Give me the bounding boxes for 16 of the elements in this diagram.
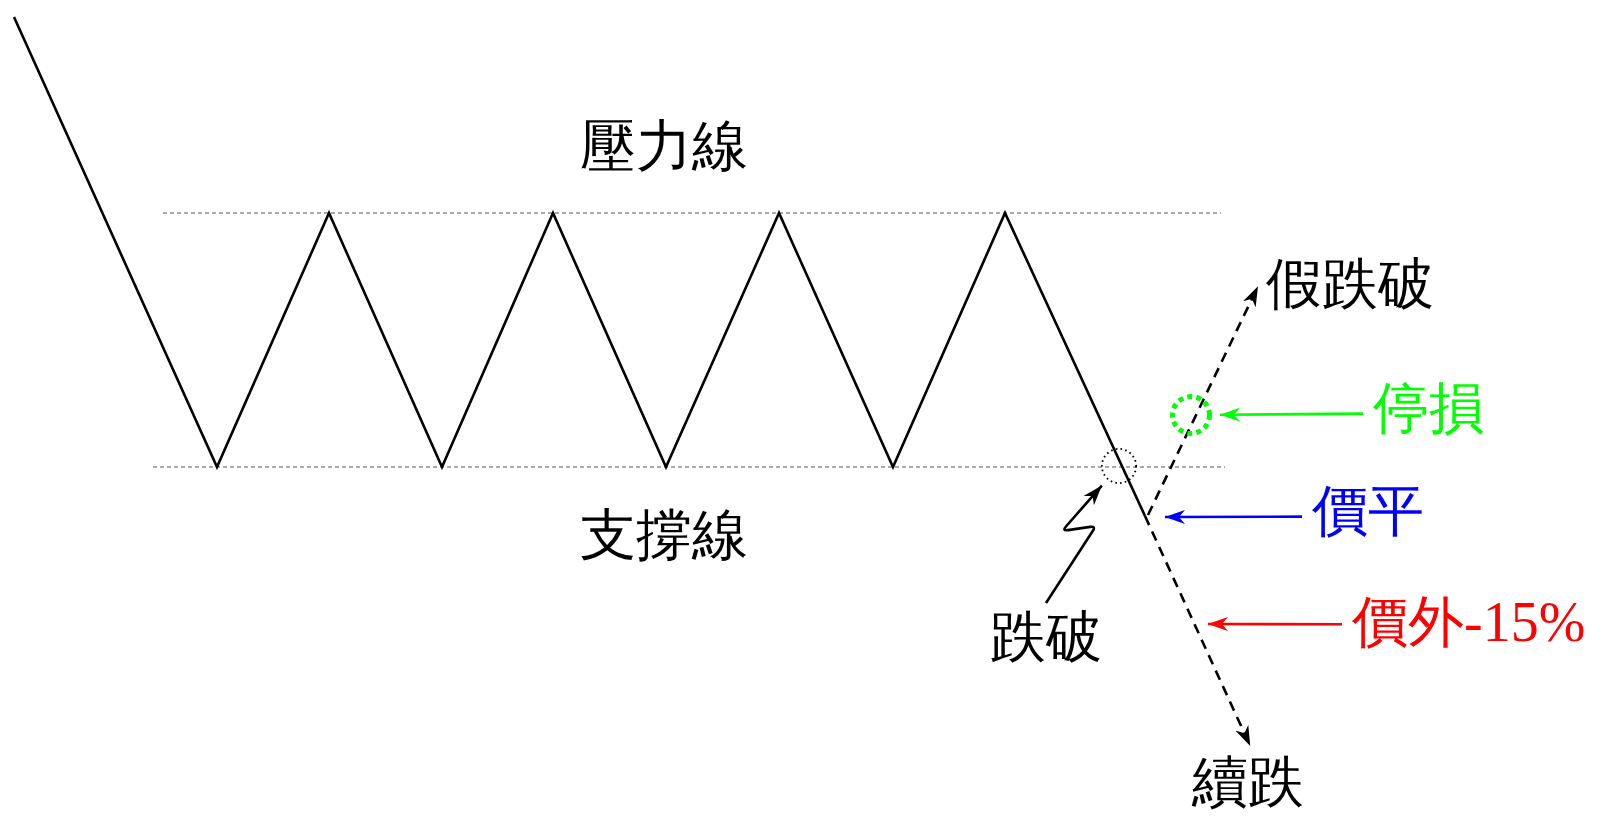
at-the-money-label: 價平 bbox=[1312, 483, 1424, 539]
stop-loss-label: 停損 bbox=[1373, 380, 1485, 436]
resistance-label: 壓力線 bbox=[580, 118, 748, 174]
arrow bbox=[1208, 617, 1342, 632]
support-label: 支撐線 bbox=[580, 507, 748, 563]
arrow bbox=[1220, 407, 1363, 422]
breakdown-label: 跌破 bbox=[990, 609, 1102, 665]
out-of-money-label: 價外-15% bbox=[1352, 594, 1586, 650]
arrow bbox=[1165, 509, 1302, 524]
dotted-ring-icon bbox=[1101, 448, 1137, 484]
dashed-ring-icon bbox=[1170, 394, 1212, 436]
false-breakdown-label: 假跌破 bbox=[1266, 256, 1434, 312]
continued-decline-label: 續跌 bbox=[1192, 754, 1304, 810]
dashed-arrow bbox=[1146, 285, 1260, 516]
lightning-arrow bbox=[1044, 484, 1103, 604]
dashed-arrow bbox=[1143, 515, 1252, 747]
